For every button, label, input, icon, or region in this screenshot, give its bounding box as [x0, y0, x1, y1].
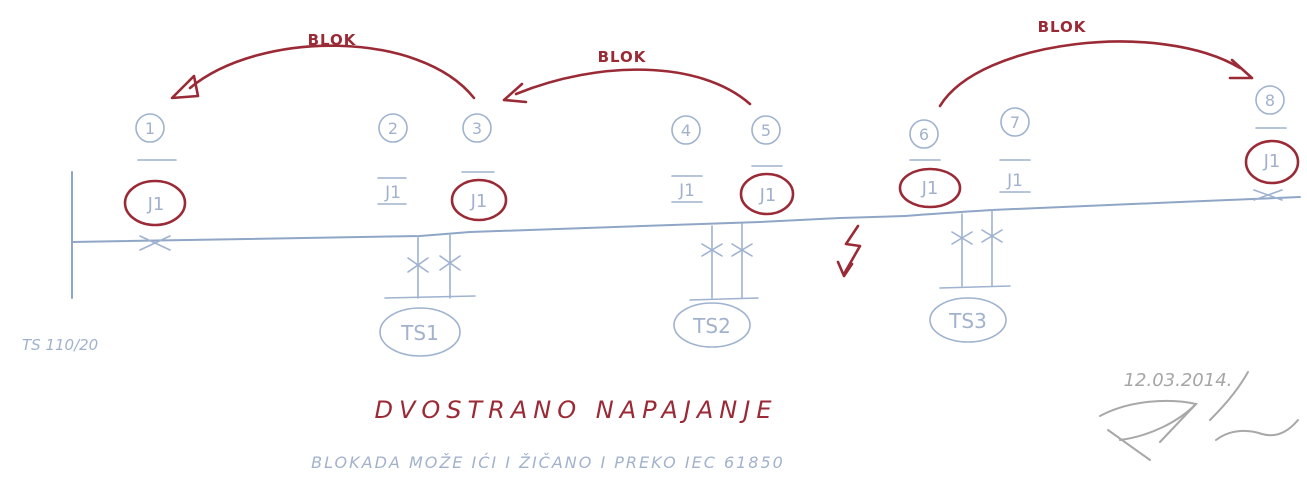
switch-1-label: J1 [147, 194, 165, 215]
node-number-8: 8 [1255, 85, 1285, 115]
substation-ts1-label: TS1 [400, 321, 439, 345]
node-number-4: 4 [671, 115, 701, 145]
blok-arrow-left: BLOK [170, 31, 476, 100]
switch-6: J1 [898, 159, 962, 209]
node-number-1: 1 [135, 113, 165, 143]
switch-3-highlight-ring [450, 178, 508, 222]
handwritten-signature [1099, 371, 1299, 461]
node-number-3: 3 [462, 113, 492, 143]
switch-5: J1 [739, 165, 795, 216]
signature-date: 12.03.2014. [1124, 370, 1233, 391]
node-number-6-text: 6 [919, 125, 929, 144]
switch-5-label: J1 [759, 185, 777, 206]
source-label: TS 110/20 [22, 336, 98, 354]
switch-2: J1 [377, 177, 407, 205]
switch-4: J1 [671, 175, 703, 203]
switch-8-label: J1 [1263, 151, 1281, 172]
switch-3: J1 [450, 171, 508, 222]
substation-ts2: TS2 [673, 223, 759, 348]
feeder-line [71, 171, 1301, 299]
node-number-5: 5 [751, 115, 781, 145]
node-number-7: 7 [1000, 107, 1030, 137]
switch-3-label: J1 [470, 191, 488, 212]
blok-label-1: BLOK [308, 31, 357, 49]
switch-7-label: J1 [1006, 171, 1023, 191]
substation-ts3: TS3 [929, 209, 1011, 343]
switch-7: J1 [999, 159, 1031, 193]
blok-arrow-middle: BLOK [502, 48, 752, 106]
node-number-6: 6 [909, 119, 939, 149]
node-number-5-text: 5 [761, 121, 771, 140]
substation-ts1: TS1 [379, 233, 476, 357]
blok-label-2: BLOK [598, 48, 647, 66]
breaker-x-icon [139, 235, 171, 251]
node-number-2-text: 2 [388, 119, 398, 138]
blockade-note: BLOKADA MOŽE IĆI I ŽIČANO I PREKO IEC 61… [311, 453, 785, 472]
node-number-2: 2 [378, 113, 408, 143]
switches: J1 J1 J1 J1 J1 J1 [123, 127, 1300, 251]
switch-8: J1 [1244, 127, 1300, 201]
substations: TS1 TS2 TS3 [379, 209, 1011, 357]
switch-5-highlight-ring [739, 172, 795, 216]
switch-4-label: J1 [678, 181, 695, 201]
node-number-4-text: 4 [681, 121, 691, 140]
switch-6-label: J1 [921, 178, 939, 199]
node-numbers: 1 2 3 4 5 6 7 8 [135, 85, 1285, 149]
switch-6-highlight-ring [898, 167, 962, 209]
blok-arrow-right: BLOK [938, 18, 1254, 108]
blok-arrows: BLOK BLOK BLOK [170, 18, 1254, 108]
switch-2-label: J1 [384, 183, 401, 203]
substation-ts2-label: TS2 [692, 314, 731, 338]
node-number-8-text: 8 [1265, 91, 1275, 110]
switch-1-highlight-ring [123, 179, 187, 227]
switch-8-highlight-ring [1244, 139, 1300, 185]
node-number-7-text: 7 [1010, 113, 1020, 132]
diagram-title: DVOSTRANO NAPAJANJE [374, 396, 777, 424]
node-number-1-text: 1 [145, 119, 155, 138]
lightning-fault-icon [836, 224, 862, 278]
switch-1: J1 [123, 159, 187, 251]
substation-ts3-label: TS3 [948, 309, 987, 333]
blok-label-3: BLOK [1038, 18, 1087, 36]
breaker-x-icon [1253, 189, 1283, 201]
node-number-3-text: 3 [472, 119, 482, 138]
